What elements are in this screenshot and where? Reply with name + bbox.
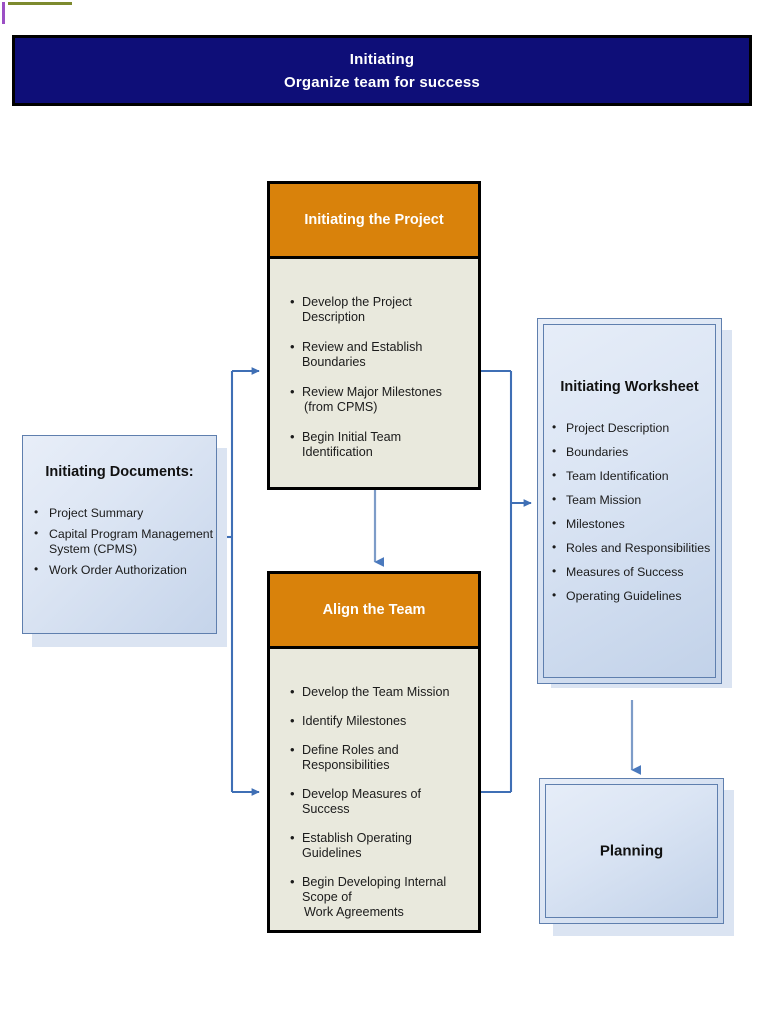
initiating-worksheet-list: Project Description Boundaries Team Iden… (544, 420, 715, 604)
banner-title-line-1: Initiating (349, 50, 415, 68)
list-item: Operating Guidelines (544, 588, 715, 604)
corner-rule-horizontal (8, 2, 72, 5)
initiating-the-project-list: Develop the Project Description Review a… (284, 294, 468, 460)
align-the-team-list: Develop the Team Mission Identify Milest… (284, 684, 468, 920)
list-item: Capital Program Management System (CPMS) (23, 526, 216, 557)
list-item: Define Roles and Responsibilities (290, 742, 468, 773)
node-initiating-worksheet[interactable]: Initiating Worksheet Project Description… (537, 318, 722, 684)
node-planning[interactable]: Planning (539, 778, 724, 924)
initiating-the-project-body: Develop the Project Description Review a… (267, 259, 481, 490)
list-item: Begin Developing Internal Scope of Work … (290, 874, 468, 920)
list-item: Team Mission (544, 492, 715, 508)
list-item: Milestones (544, 516, 715, 532)
align-the-team-body: Develop the Team Mission Identify Milest… (267, 649, 481, 933)
initiating-documents-list: Project Summary Capital Program Manageme… (23, 505, 216, 578)
list-item: Project Summary (23, 505, 216, 521)
initiating-the-project-header: Initiating the Project (267, 181, 481, 259)
node-initiating-documents[interactable]: Initiating Documents: Project Summary Ca… (22, 435, 217, 634)
list-item: Review Major Milestones (from CPMS) (290, 384, 468, 415)
list-item: Identify Milestones (290, 713, 468, 729)
list-item: Team Identification (544, 468, 715, 484)
node-align-the-team[interactable]: Align the Team Develop the Team Mission … (267, 571, 481, 933)
list-item: Establish Operating Guidelines (290, 830, 468, 861)
list-item: Measures of Success (544, 564, 715, 580)
list-item: Develop the Project Description (290, 294, 468, 325)
banner-subtitle-line-2: Organize team for success (284, 73, 480, 91)
list-item: Work Order Authorization (23, 562, 216, 578)
list-item: Review and Establish Boundaries (290, 339, 468, 370)
align-the-team-header: Align the Team (267, 571, 481, 649)
initiating-worksheet-title: Initiating Worksheet (560, 379, 699, 395)
node-initiating-the-project[interactable]: Initiating the Project Develop the Proje… (267, 181, 481, 490)
planning-title: Planning (599, 842, 664, 860)
corner-rule-vertical (2, 2, 5, 24)
list-item: Develop the Team Mission (290, 684, 468, 700)
list-item: Project Description (544, 420, 715, 436)
list-item: Begin Initial Team Identification (290, 429, 468, 460)
list-item: Boundaries (544, 444, 715, 460)
connector-to-worksheet (481, 369, 532, 794)
page-title-banner: Initiating Organize team for success (12, 35, 752, 106)
list-item: Develop Measures of Success (290, 786, 468, 817)
list-item: Roles and Responsibilities (544, 540, 715, 556)
initiating-documents-title: Initiating Documents: (45, 464, 194, 480)
